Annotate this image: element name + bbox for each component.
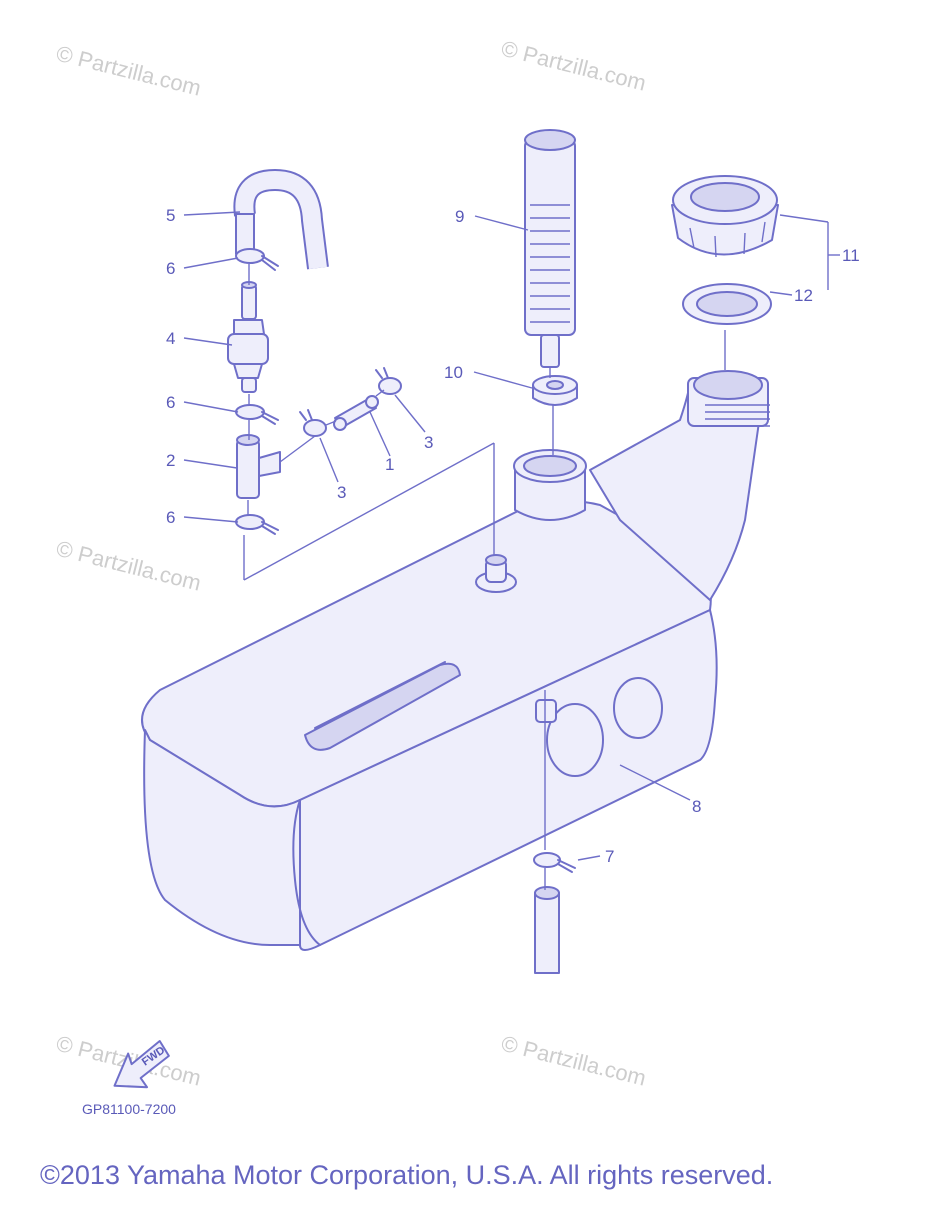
callout-5: 5 [166,206,175,225]
callout-9: 9 [455,207,464,226]
watermark-text: © Partzilla.com [54,41,204,101]
clip-small [299,409,327,437]
callout-10: 10 [444,363,463,382]
callout-3: 3 [337,483,346,502]
callout-6: 6 [166,393,175,412]
cap-gasket [682,283,772,325]
callout-11: 11 [842,246,860,265]
callouts: 5 6 4 6 2 6 1 3 3 9 10 11 12 8 7 [166,206,860,866]
vent-nipple [475,554,517,593]
fuel-strainer [524,129,576,368]
callout-4: 4 [166,329,175,348]
fuel-cap [671,175,779,258]
callout-6: 6 [166,508,175,527]
copyright-notice: ©2013 Yamaha Motor Corporation, U.S.A. A… [40,1160,773,1190]
watermark-text: © Partzilla.com [499,1031,649,1091]
fuel-filter [227,281,269,393]
washer [532,375,578,406]
callout-1: 1 [385,455,394,474]
watermark-text: © Partzilla.com [54,536,204,596]
hose-clip-lower [533,852,576,873]
fuel-hose-bend [233,168,329,270]
callout-3: 3 [424,433,433,452]
hose-clip [235,514,279,535]
leader-lines [183,211,840,861]
callout-8: 8 [692,797,701,816]
callout-7: 7 [605,847,614,866]
tank-inlet-neck [513,449,587,521]
clip-small [375,367,402,395]
hose-clip [235,404,279,425]
callout-6: 6 [166,259,175,278]
watermark-text: © Partzilla.com [499,36,649,96]
assembly-lines [243,264,726,890]
callout-2: 2 [166,451,175,470]
strainer-mesh [530,204,570,323]
hose-joint [333,395,379,431]
fuel-tank [141,370,770,951]
fwd-arrow-icon: FWD [113,1040,170,1089]
t-joint [236,434,281,499]
outlet-hose [534,886,560,974]
callout-12: 12 [794,286,813,305]
neck-threads [687,370,770,427]
diagram-code: GP81100-7200 [82,1101,176,1117]
hose-clip [235,248,279,271]
